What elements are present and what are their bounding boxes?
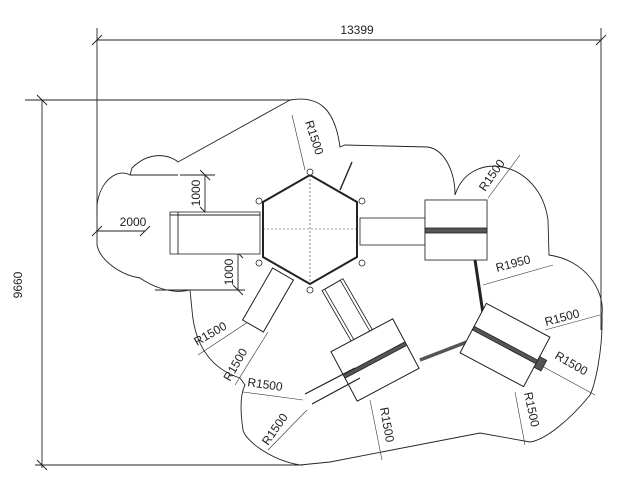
radius-label-upper-right: R1500 bbox=[476, 156, 508, 193]
bridge bbox=[359, 217, 426, 246]
slide-clearance-bottom-label: 1000 bbox=[222, 258, 236, 285]
slide-clearance-top-label: 1000 bbox=[189, 179, 203, 206]
radius-leaders bbox=[197, 114, 601, 461]
slide-offset-label: 2000 bbox=[120, 215, 147, 229]
radius-label-right-lower: R1500 bbox=[553, 348, 591, 378]
bottom-platform bbox=[330, 318, 420, 402]
rope-bridge bbox=[419, 338, 473, 362]
slide bbox=[169, 211, 261, 255]
radius-label-left-stairs-2: R1500 bbox=[220, 346, 250, 384]
radius-label-top: R1500 bbox=[302, 119, 326, 157]
radius-label-bottom-center: R1500 bbox=[377, 406, 397, 444]
upper-right-platform bbox=[424, 199, 488, 321]
radius-label-right-middle: R1950 bbox=[494, 252, 532, 275]
radius-label-bottom-left-2: R1500 bbox=[259, 410, 291, 447]
radius-label-left-stairs-1: R1500 bbox=[192, 319, 230, 349]
overall-width-label: 13399 bbox=[340, 23, 374, 37]
radius-label-right-bottom: R1500 bbox=[521, 391, 542, 429]
safety-zone-outline bbox=[96, 98, 603, 466]
hexagonal-tower bbox=[255, 161, 366, 294]
radius-label-bottom-left-1: R1500 bbox=[247, 375, 284, 394]
lower-right-platform bbox=[459, 302, 551, 388]
stairs bbox=[241, 267, 295, 333]
dimension-lines bbox=[25, 28, 607, 471]
overall-height-label: 9660 bbox=[11, 271, 25, 298]
